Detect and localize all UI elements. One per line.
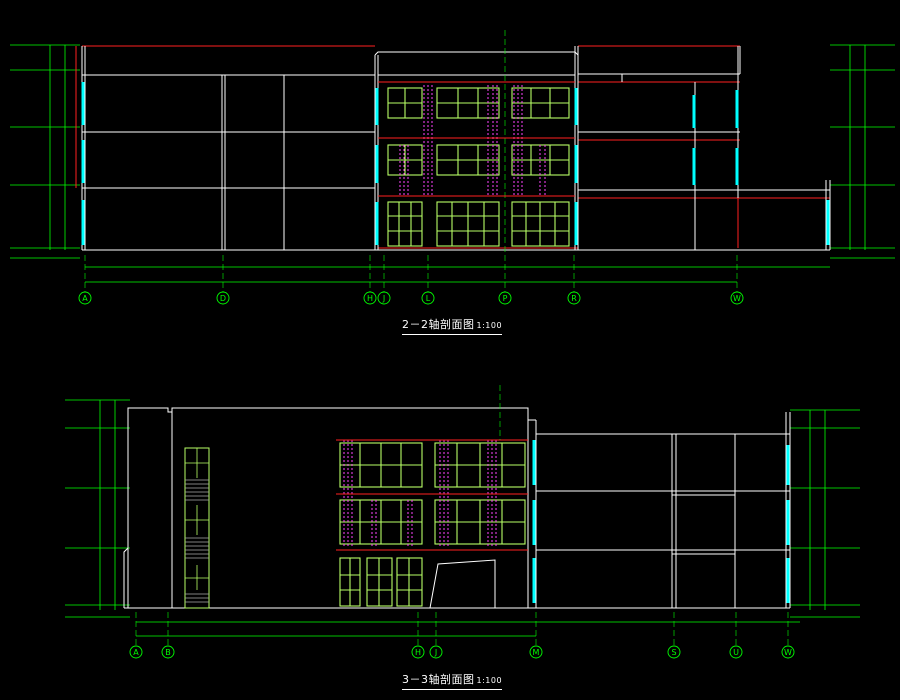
curtain-pattern-33 xyxy=(343,440,497,546)
axis-label: D xyxy=(220,294,226,303)
axis-bubble-icon xyxy=(529,645,543,659)
axis-bubble-icon xyxy=(730,291,744,305)
glass-edges-33 xyxy=(532,440,790,603)
section-3-3-scale: 1:100 xyxy=(476,676,503,685)
axis-label: B xyxy=(165,648,171,657)
structure-33 xyxy=(123,407,791,609)
axis-bubble-icon xyxy=(729,645,743,659)
axis-bubble-icon xyxy=(363,291,377,305)
axis-label: W xyxy=(784,648,792,657)
red-bands-22 xyxy=(378,81,575,197)
red-outline-22 xyxy=(75,45,830,249)
axis-label: A xyxy=(133,648,139,657)
axis-label: L xyxy=(426,294,431,303)
right-dimension-chain-33 xyxy=(790,409,860,618)
axis-bubble-icon xyxy=(216,291,230,305)
axis-bubble-icon xyxy=(429,645,443,659)
left-dimension-chain xyxy=(10,44,80,259)
right-dimension-chain xyxy=(830,44,895,259)
dim-line-22 xyxy=(85,266,830,283)
axis-bubble-icon xyxy=(161,645,175,659)
axis-label: J xyxy=(434,648,437,657)
axis-label: R xyxy=(571,294,577,303)
gridlines-33 xyxy=(135,385,789,648)
red-bands-33 xyxy=(336,439,528,551)
axis-bubble-icon xyxy=(498,291,512,305)
windows-33 xyxy=(339,442,526,607)
axis-label: H xyxy=(415,648,421,657)
structure-22 xyxy=(81,46,831,251)
axis-bubble-icon xyxy=(411,645,425,659)
axis-label: W xyxy=(733,294,741,303)
axis-label: A xyxy=(82,294,88,303)
section-2-2-scale: 1:100 xyxy=(476,321,503,330)
axis-label: H xyxy=(367,294,373,303)
axis-label: J xyxy=(382,294,385,303)
axis-bubble-icon xyxy=(78,291,92,305)
axis-label: S xyxy=(671,648,676,657)
curtain-pattern-22 xyxy=(399,85,546,195)
axis-bubble-icon xyxy=(781,645,795,659)
axis-bubble-icon xyxy=(567,291,581,305)
glass-edges-22 xyxy=(81,82,830,245)
section-2-2-drawing: A D HJ L P R W xyxy=(10,30,895,305)
section-2-2-title-text: 2－2轴剖面图 xyxy=(402,318,475,331)
axis-label: P xyxy=(503,294,508,303)
windows-22 xyxy=(387,87,570,247)
axis-bubble-icon xyxy=(667,645,681,659)
left-dimension-chain-33 xyxy=(65,399,130,618)
axis-bubble-icon xyxy=(377,291,391,305)
stair-tower-33 xyxy=(184,447,210,609)
axis-bubble-icon xyxy=(129,645,143,659)
axis-label: M xyxy=(533,648,540,657)
dim-line-33 xyxy=(136,621,800,637)
section-3-3-title-text: 3－3轴剖面图 xyxy=(402,673,475,686)
axis-bubble-icon xyxy=(421,291,435,305)
gridlines-22 xyxy=(84,30,738,292)
axis-label: U xyxy=(733,648,739,657)
